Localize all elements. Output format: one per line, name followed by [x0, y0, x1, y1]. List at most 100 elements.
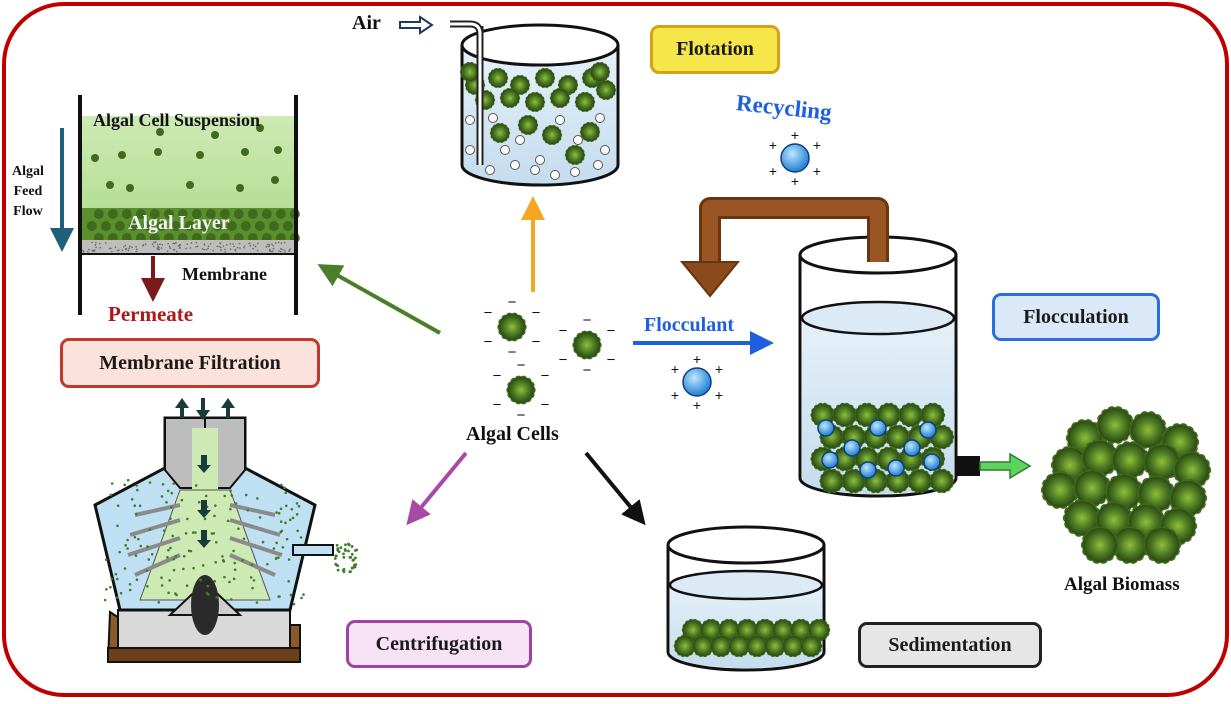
centrifuge-particle	[133, 504, 136, 507]
membrane-pore	[157, 246, 159, 248]
centrifuge-particle	[233, 562, 236, 565]
spray-particle	[352, 559, 355, 562]
membrane-pore	[196, 242, 198, 244]
centrifuge-particle	[230, 598, 233, 601]
suspension-cell	[211, 131, 219, 139]
layer-cell	[94, 209, 104, 219]
feed-flow-line-1: Algal	[12, 162, 44, 182]
flocculant-bead-dot	[904, 440, 920, 456]
membrane-pore	[272, 245, 274, 247]
charge-sign: −	[607, 351, 616, 368]
suspension-cell	[241, 148, 249, 156]
layer-cell	[241, 221, 251, 231]
centrifuge-particle	[207, 593, 210, 596]
flocculant-bead-dot	[818, 420, 834, 436]
spray-particle	[351, 545, 354, 548]
layer-cell	[283, 221, 293, 231]
spray-particle	[338, 550, 341, 553]
membrane-pore	[269, 250, 271, 252]
centrifuge-particle	[241, 559, 244, 562]
spray-particle	[336, 544, 339, 547]
membrane-pore	[257, 243, 259, 245]
centrifuge-particle	[227, 520, 230, 523]
centrifuge-particle	[124, 567, 127, 570]
flocculant-bead-dot	[683, 368, 711, 396]
centrifuge-particle	[183, 555, 186, 558]
spray-particle	[355, 548, 358, 551]
membrane-pore	[195, 246, 197, 248]
membrane-pore	[203, 249, 205, 251]
air-label: Air	[352, 12, 381, 35]
membrane-pore	[210, 243, 212, 245]
centrifuge-particle	[251, 563, 254, 566]
algal-layer-label: Algal Layer	[128, 212, 230, 235]
flocculant-bead-dot	[781, 144, 809, 172]
spray-particle	[344, 543, 347, 546]
membrane-pore	[278, 250, 280, 252]
centrifuge-particle	[124, 544, 127, 547]
membrane-pore	[88, 249, 90, 251]
centrifuge-particle	[166, 556, 169, 559]
spray-particle	[343, 568, 346, 571]
membrane-pore	[268, 244, 270, 246]
membrane-pore	[225, 251, 227, 253]
flocculant-bead-dot	[920, 422, 936, 438]
membrane-pore	[82, 250, 84, 252]
membrane-pore	[249, 245, 251, 247]
centrifuge-particle	[199, 579, 202, 582]
charge-sign: −	[583, 362, 592, 379]
membrane-pore	[131, 247, 133, 249]
flocculant-bead-dot	[844, 440, 860, 456]
membrane-pore	[235, 250, 237, 252]
membrane-pore	[173, 249, 175, 251]
algal-feed-flow-label: Algal Feed Flow	[12, 162, 44, 222]
charge-sign: −	[517, 407, 526, 424]
membrane-pore	[179, 247, 181, 249]
centrifuge-particle	[296, 502, 299, 505]
suspension-cell	[236, 184, 244, 192]
centrifuge-particle	[279, 531, 282, 534]
air-bubble	[551, 171, 560, 180]
charge-sign: +	[813, 137, 821, 153]
centrifuge-particle	[296, 530, 299, 533]
centrifuge-particle	[131, 498, 134, 501]
centrifuge-particle	[126, 547, 129, 550]
membrane-pore	[176, 251, 178, 253]
flocculant-bead-dot	[822, 452, 838, 468]
centrifuge-particle	[277, 556, 280, 559]
charge-sign: −	[532, 333, 541, 350]
centrifuge-particle	[300, 597, 303, 600]
air-bubble	[486, 166, 495, 175]
spray-particle	[354, 563, 357, 566]
membrane-pore	[207, 248, 209, 250]
sedimentation-tank	[668, 527, 830, 670]
spray-particle	[347, 543, 350, 546]
centrifuge-particle	[298, 505, 301, 508]
centrifuge-particle	[110, 577, 113, 580]
membrane-pore	[267, 244, 269, 246]
suspension-cell	[106, 181, 114, 189]
membrane-pore	[220, 247, 222, 249]
algal-biomass-label: Algal Biomass	[1064, 574, 1180, 596]
layer-cell	[269, 221, 279, 231]
centrifuge-particle	[280, 484, 283, 487]
membrane-pore	[161, 244, 163, 246]
membrane-pore	[99, 247, 101, 249]
membrane-pore	[174, 243, 176, 245]
membrane-pore	[278, 242, 280, 244]
layer-cell	[248, 209, 258, 219]
membrane-pore	[110, 248, 112, 250]
spray-particle	[349, 556, 352, 559]
membrane-pore	[244, 245, 246, 247]
centrifuge-particle	[146, 585, 149, 588]
charge-sign: −	[583, 312, 592, 329]
membrane-pore	[117, 250, 119, 252]
centrifuge-particle	[275, 557, 278, 560]
centrifuge-particle	[190, 550, 193, 553]
membrane-pore	[157, 244, 159, 246]
centrifuge-particle	[250, 576, 253, 579]
membrane-pore	[95, 244, 97, 246]
centrifuge-particle	[135, 513, 138, 516]
centrifuge-particle	[234, 568, 237, 571]
centrifuge-particle	[202, 564, 205, 567]
